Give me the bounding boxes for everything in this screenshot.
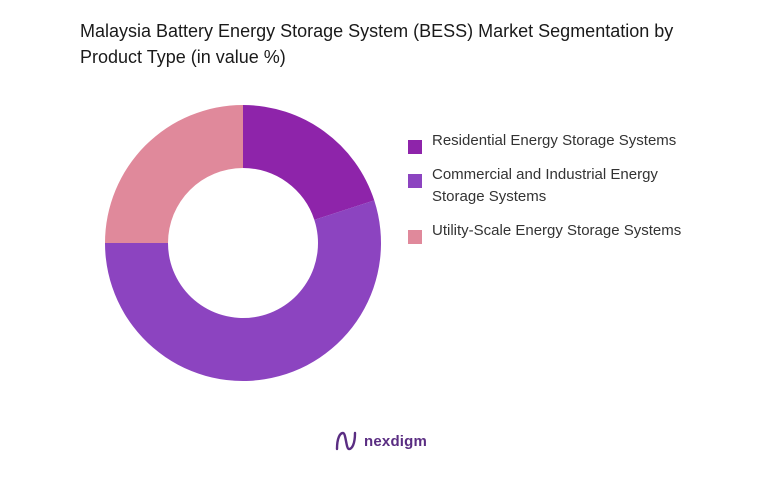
donut-slice-utility-scale — [105, 105, 243, 243]
legend-label-utility-scale: Utility-Scale Energy Storage Systems — [432, 222, 682, 239]
legend-swatch-commercial-industrial — [408, 174, 422, 188]
donut-slice-residential — [243, 105, 375, 220]
chart-legend: Residential Energy Storage Systems Comme… — [408, 130, 708, 254]
brand-name: nexdigm — [364, 432, 428, 450]
donut-slice-commercial-industrial — [105, 200, 382, 382]
legend-label-commercial-industrial: Commercial and Industrial Energy Storage… — [432, 166, 658, 205]
legend-item-commercial-industrial: Commercial and Industrial Energy Storage… — [408, 164, 708, 208]
legend-item-residential: Residential Energy Storage Systems — [408, 130, 708, 154]
legend-swatch-residential — [408, 140, 422, 154]
legend-label-residential: Residential Energy Storage Systems — [432, 132, 677, 149]
brand-footer: nexdigm — [334, 430, 427, 452]
chart-title: Malaysia Battery Energy Storage System (… — [80, 21, 674, 67]
legend-item-utility-scale: Utility-Scale Energy Storage Systems — [408, 220, 708, 244]
nexdigm-logo-icon — [335, 431, 357, 451]
legend-swatch-utility-scale — [408, 230, 422, 244]
